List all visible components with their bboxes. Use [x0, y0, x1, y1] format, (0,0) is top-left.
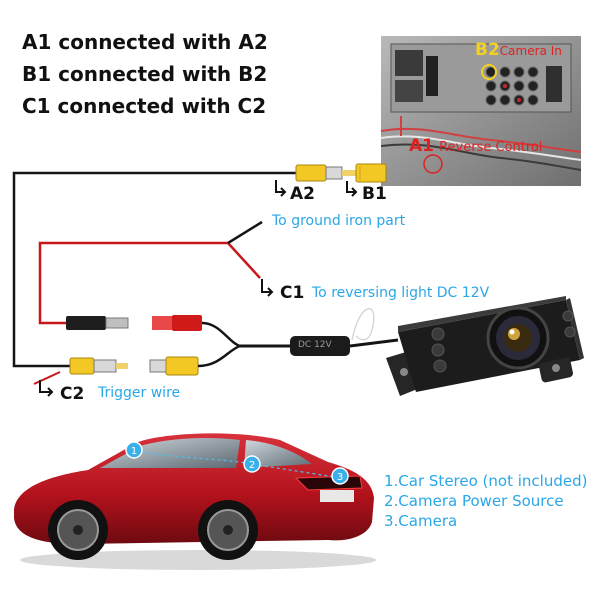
camera — [386, 296, 584, 396]
b2-text: Camera In — [499, 44, 562, 58]
rca-connector-video — [149, 356, 199, 376]
label-a2: A2 — [290, 184, 315, 204]
b2-label: B2Camera In — [475, 40, 562, 60]
car-window-front — [100, 438, 240, 468]
wire-red-c1 — [227, 242, 261, 279]
car-wheel-front — [48, 500, 108, 560]
head-unit-back-panel — [381, 36, 581, 186]
wire-join-video — [197, 344, 241, 368]
label-arrows — [39, 180, 358, 397]
wire-black-ground — [227, 220, 263, 245]
car-window-rear — [244, 440, 312, 468]
wire-red-power — [38, 241, 228, 325]
car-wheel-rear — [198, 500, 258, 560]
b2-code: B2 — [475, 40, 500, 60]
connection-a: A1 connected with A2 — [22, 30, 268, 54]
wire-white-loop — [351, 308, 375, 341]
a1-code: A1 — [409, 136, 434, 156]
inline-filter-box — [290, 336, 350, 356]
label-c2: C2 — [60, 384, 85, 404]
label-b1: B1 — [362, 184, 387, 204]
wire-black-trunk — [12, 171, 296, 368]
license-plate — [320, 490, 354, 502]
wire-red-trigger — [33, 371, 61, 385]
wiring-diagram — [12, 163, 584, 397]
dc-socket-red — [152, 315, 202, 331]
car-marker-1: 1 — [125, 441, 143, 459]
rca-connector-c2 — [69, 357, 128, 375]
wire-join-power — [201, 321, 241, 348]
legend-item-camera: 3.Camera — [384, 512, 458, 530]
label-c2-desc: Trigger wire — [98, 385, 181, 401]
wire-camera-cable-right — [349, 338, 399, 348]
rca-connector-a2 — [295, 164, 356, 182]
legend-item-stereo: 1.Car Stereo (not included) — [384, 472, 588, 490]
car-marker-3: 3 — [331, 467, 349, 485]
a1-text: Reverse Control — [439, 140, 543, 155]
legend: 1.Car Stereo (not included) 2.Camera Pow… — [384, 472, 587, 530]
car-marker-2: 2 — [243, 455, 261, 473]
label-c1: C1 — [280, 283, 305, 303]
label-ground: To ground iron part — [272, 213, 406, 229]
a1-label: A1 Reverse Control — [409, 136, 542, 156]
connection-b: B1 connected with B2 — [22, 62, 268, 86]
svg-text:3: 3 — [337, 472, 343, 483]
tail-light — [294, 475, 363, 491]
legend-item-power: 2.Camera Power Source — [384, 492, 564, 510]
car-illustration: 1 2 3 — [14, 433, 376, 570]
filter-text: DC 12V — [298, 340, 332, 350]
rca-connector-b1 — [355, 163, 387, 183]
svg-text:2: 2 — [249, 460, 255, 471]
label-c1-desc: To reversing light DC 12V — [312, 285, 490, 301]
head-unit-photo: B2Camera In A1 Reverse Control — [381, 36, 581, 186]
svg-text:1: 1 — [131, 446, 137, 457]
connection-c: C1 connected with C2 — [22, 94, 267, 118]
dc-plug-black — [66, 316, 129, 330]
